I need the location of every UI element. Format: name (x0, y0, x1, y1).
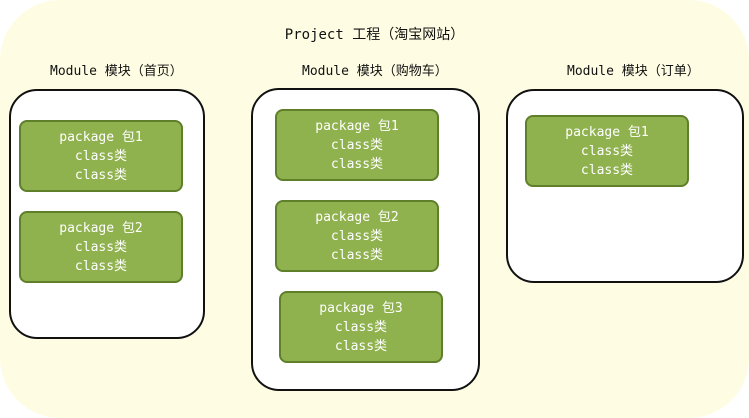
module-title-cart: Module 模块（购物车） (302, 64, 448, 79)
package-label: package 包1 (59, 129, 143, 145)
package-box: package 包1 class类 class类 (275, 109, 439, 181)
package-box: package 包1 class类 class类 (525, 115, 689, 187)
class-label: class类 (330, 156, 384, 172)
class-label: class类 (330, 228, 384, 244)
package-label: package 包3 (319, 300, 403, 316)
package-box: package 包1 class类 class类 (19, 120, 183, 192)
package-box: package 包2 class类 class类 (275, 200, 439, 272)
package-label: package 包1 (315, 118, 399, 134)
class-label: class类 (334, 319, 388, 335)
class-label: class类 (74, 148, 128, 164)
class-label: class类 (580, 162, 634, 178)
class-label: class类 (334, 338, 388, 354)
package-label: package 包2 (315, 209, 399, 225)
module-title-home: Module 模块（首页） (50, 64, 183, 79)
package-box: package 包3 class类 class类 (279, 291, 443, 363)
module-title-order: Module 模块（订单） (567, 64, 700, 79)
class-label: class类 (330, 137, 384, 153)
class-label: class类 (74, 239, 128, 255)
class-label: class类 (74, 258, 128, 274)
class-label: class类 (580, 143, 634, 159)
package-box: package 包2 class类 class类 (19, 211, 183, 283)
package-label: package 包1 (565, 124, 649, 140)
package-label: package 包2 (59, 220, 143, 236)
class-label: class类 (330, 247, 384, 263)
class-label: class类 (74, 167, 128, 183)
project-title: Project 工程（淘宝网站） (284, 27, 465, 43)
